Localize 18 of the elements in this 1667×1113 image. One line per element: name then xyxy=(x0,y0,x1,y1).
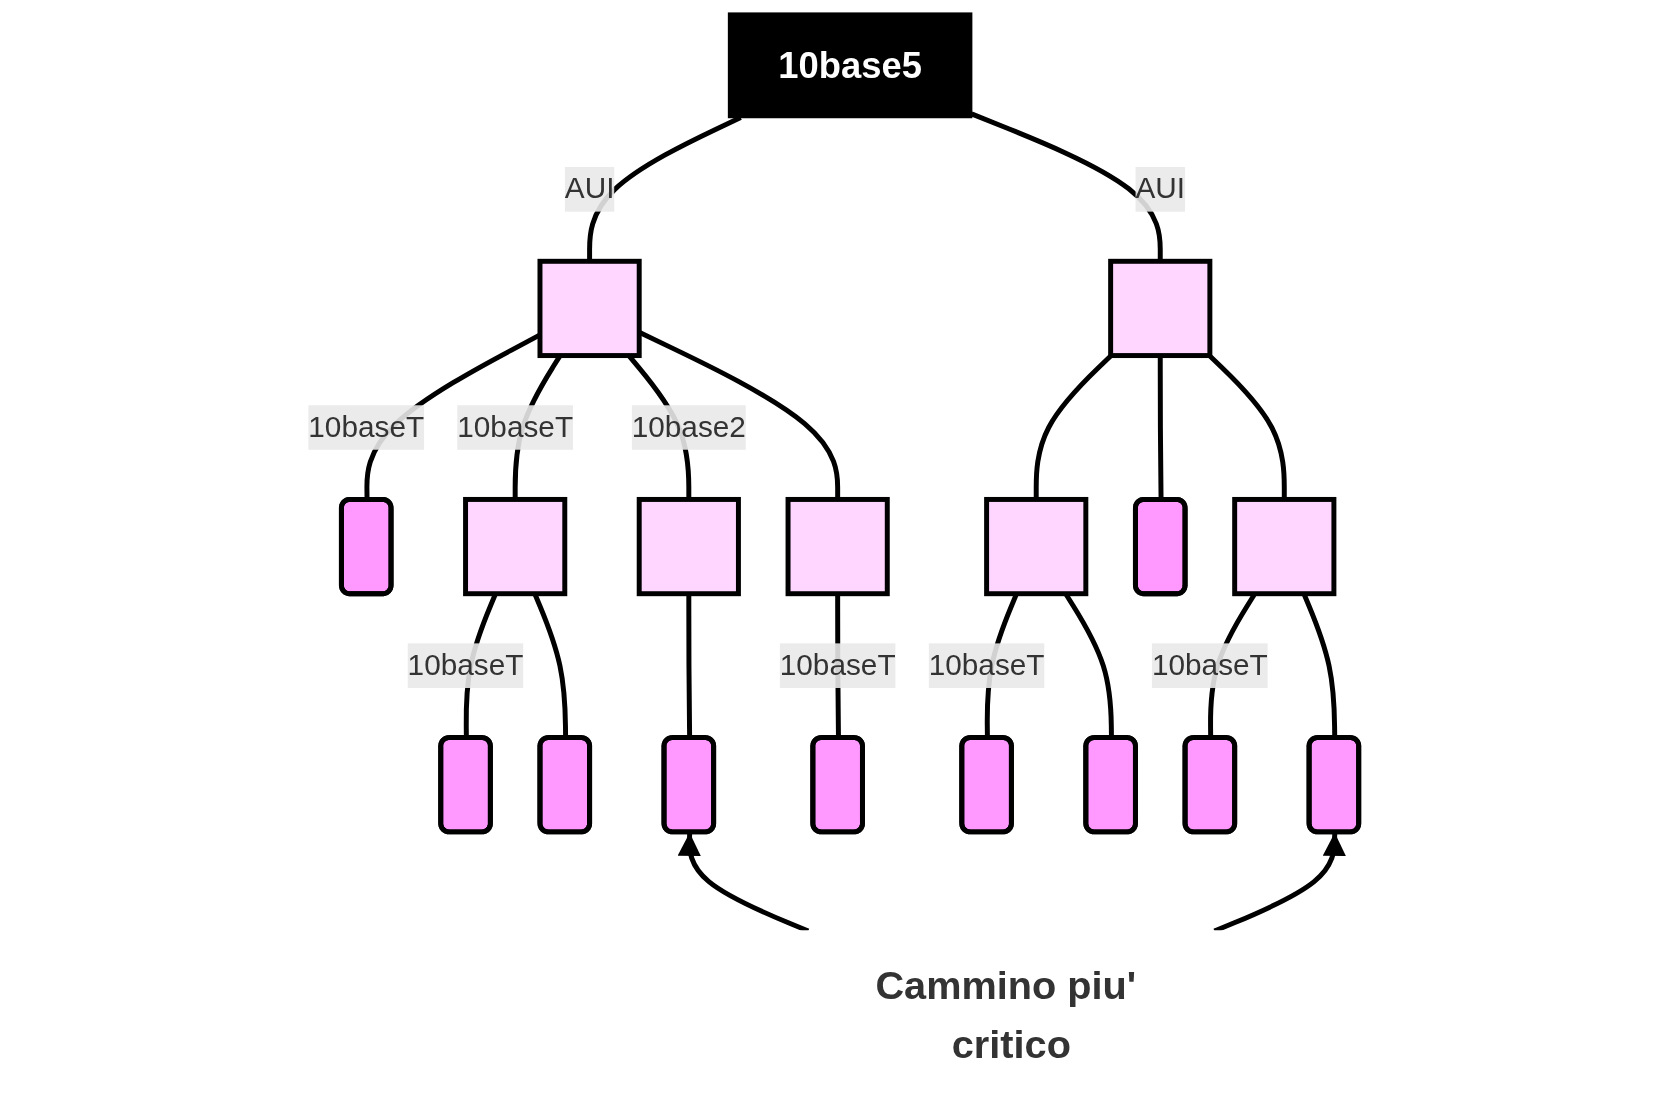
node-box xyxy=(1232,496,1337,597)
node-text: Cammino piu' critico xyxy=(875,962,1137,1067)
edge-label: 10baseT xyxy=(928,648,1045,682)
edge-label: 10baseT xyxy=(1151,648,1268,682)
node-box: 10base5 xyxy=(727,12,973,119)
edge-label: AUI xyxy=(1135,171,1186,206)
node-box xyxy=(984,496,1089,597)
node-box xyxy=(785,496,890,597)
node-box xyxy=(537,258,642,359)
node-box xyxy=(463,496,568,597)
edge-label: 10base2 xyxy=(631,410,746,444)
edge-label: 10baseT xyxy=(407,648,524,682)
node-box xyxy=(1108,258,1213,359)
edge-label: 10baseT xyxy=(779,648,896,682)
edge-label: AUI xyxy=(564,171,615,206)
edge-label: 10baseT xyxy=(308,410,425,444)
edge-label: 10baseT xyxy=(457,410,574,444)
node-box xyxy=(636,496,741,597)
